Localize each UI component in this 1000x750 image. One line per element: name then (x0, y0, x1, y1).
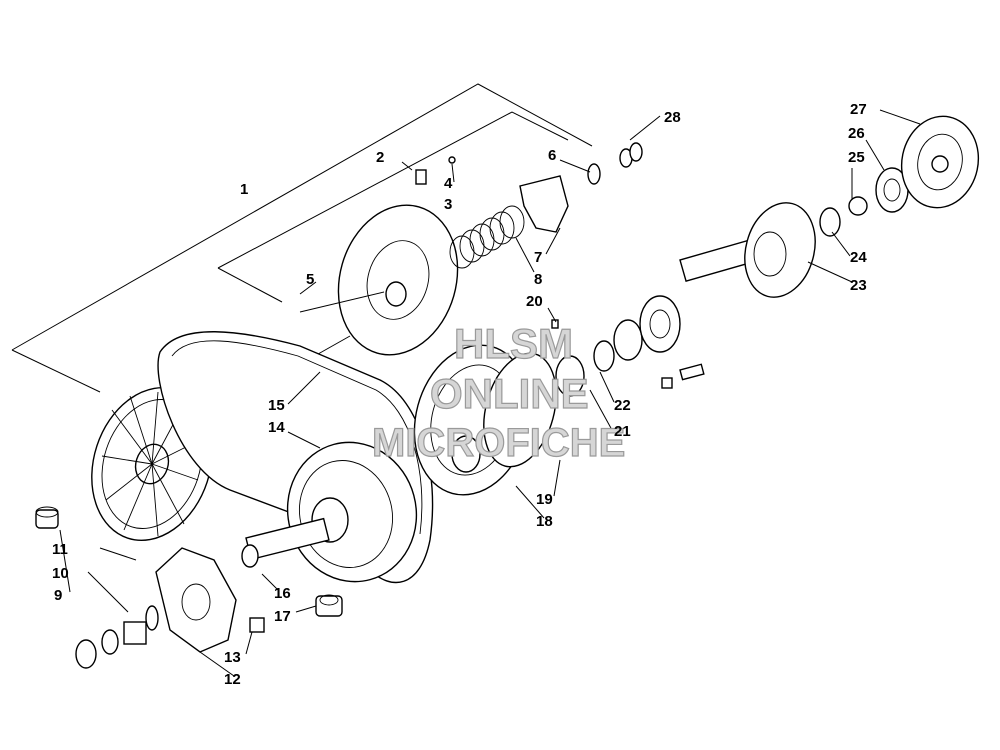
bearing-17 (315, 594, 343, 617)
driven-clutch (286, 441, 418, 583)
washers-and-bearings (555, 295, 681, 397)
callout-13: 13 (224, 649, 241, 666)
callout-17: 17 (274, 608, 291, 625)
shaft-16 (241, 517, 330, 568)
callout-7: 7 (534, 249, 542, 266)
o-rings-28 (619, 142, 643, 168)
callout-25: 25 (848, 149, 865, 166)
nut-13 (249, 617, 265, 633)
callout-12: 12 (224, 671, 241, 688)
watermark-line-2: ONLINE (430, 370, 589, 417)
callout-9: 9 (54, 587, 62, 604)
callout-24: 24 (850, 249, 867, 266)
callout-2: 2 (376, 149, 384, 166)
callout-18: 18 (536, 513, 553, 530)
callout-14: 14 (268, 419, 285, 436)
callout-3: 3 (444, 196, 452, 213)
pin-5 (299, 291, 385, 313)
callout-19: 19 (536, 491, 553, 508)
callout-5: 5 (306, 271, 314, 288)
washer-and-spacer (75, 605, 159, 669)
callout-20: 20 (526, 293, 543, 310)
clutch-drum-27 (900, 115, 980, 209)
ring-24 (819, 207, 841, 237)
watermark-line-3: MICROFICHE (372, 421, 625, 465)
callout-21: 21 (614, 423, 631, 440)
cam-7 (519, 175, 569, 233)
cap-nut (35, 506, 59, 529)
callout-8: 8 (534, 271, 542, 288)
callout-26: 26 (848, 125, 865, 142)
spring (449, 205, 525, 269)
snap-ring-6 (587, 163, 601, 185)
driven-pulley (413, 344, 557, 496)
callout-16: 16 (274, 585, 291, 602)
callout-6: 6 (548, 147, 556, 164)
bolt-3-and-washer-4 (415, 156, 456, 185)
bushing-25 (848, 196, 868, 216)
weight-spider-12 (155, 547, 237, 653)
watermark: HLSM ONLINE MICROFICHE (371, 319, 626, 465)
leader-lines (59, 109, 921, 677)
callout-10: 10 (52, 565, 69, 582)
callout-22: 22 (614, 397, 631, 414)
bolt-and-nut (661, 363, 705, 389)
callout-1: 1 (240, 181, 248, 198)
callout-4: 4 (444, 175, 453, 192)
callout-15: 15 (268, 397, 285, 414)
movable-sheave (337, 204, 459, 356)
callout-labels: 1 2 3 4 5 6 7 8 9 10 11 12 13 14 15 16 1… (52, 101, 867, 688)
callout-28: 28 (664, 109, 681, 126)
watermark-line-1: HLSM (454, 320, 573, 367)
callout-11: 11 (52, 541, 68, 558)
callout-27: 27 (850, 101, 867, 118)
output-shaft-hub (679, 202, 816, 298)
callout-23: 23 (850, 277, 867, 294)
